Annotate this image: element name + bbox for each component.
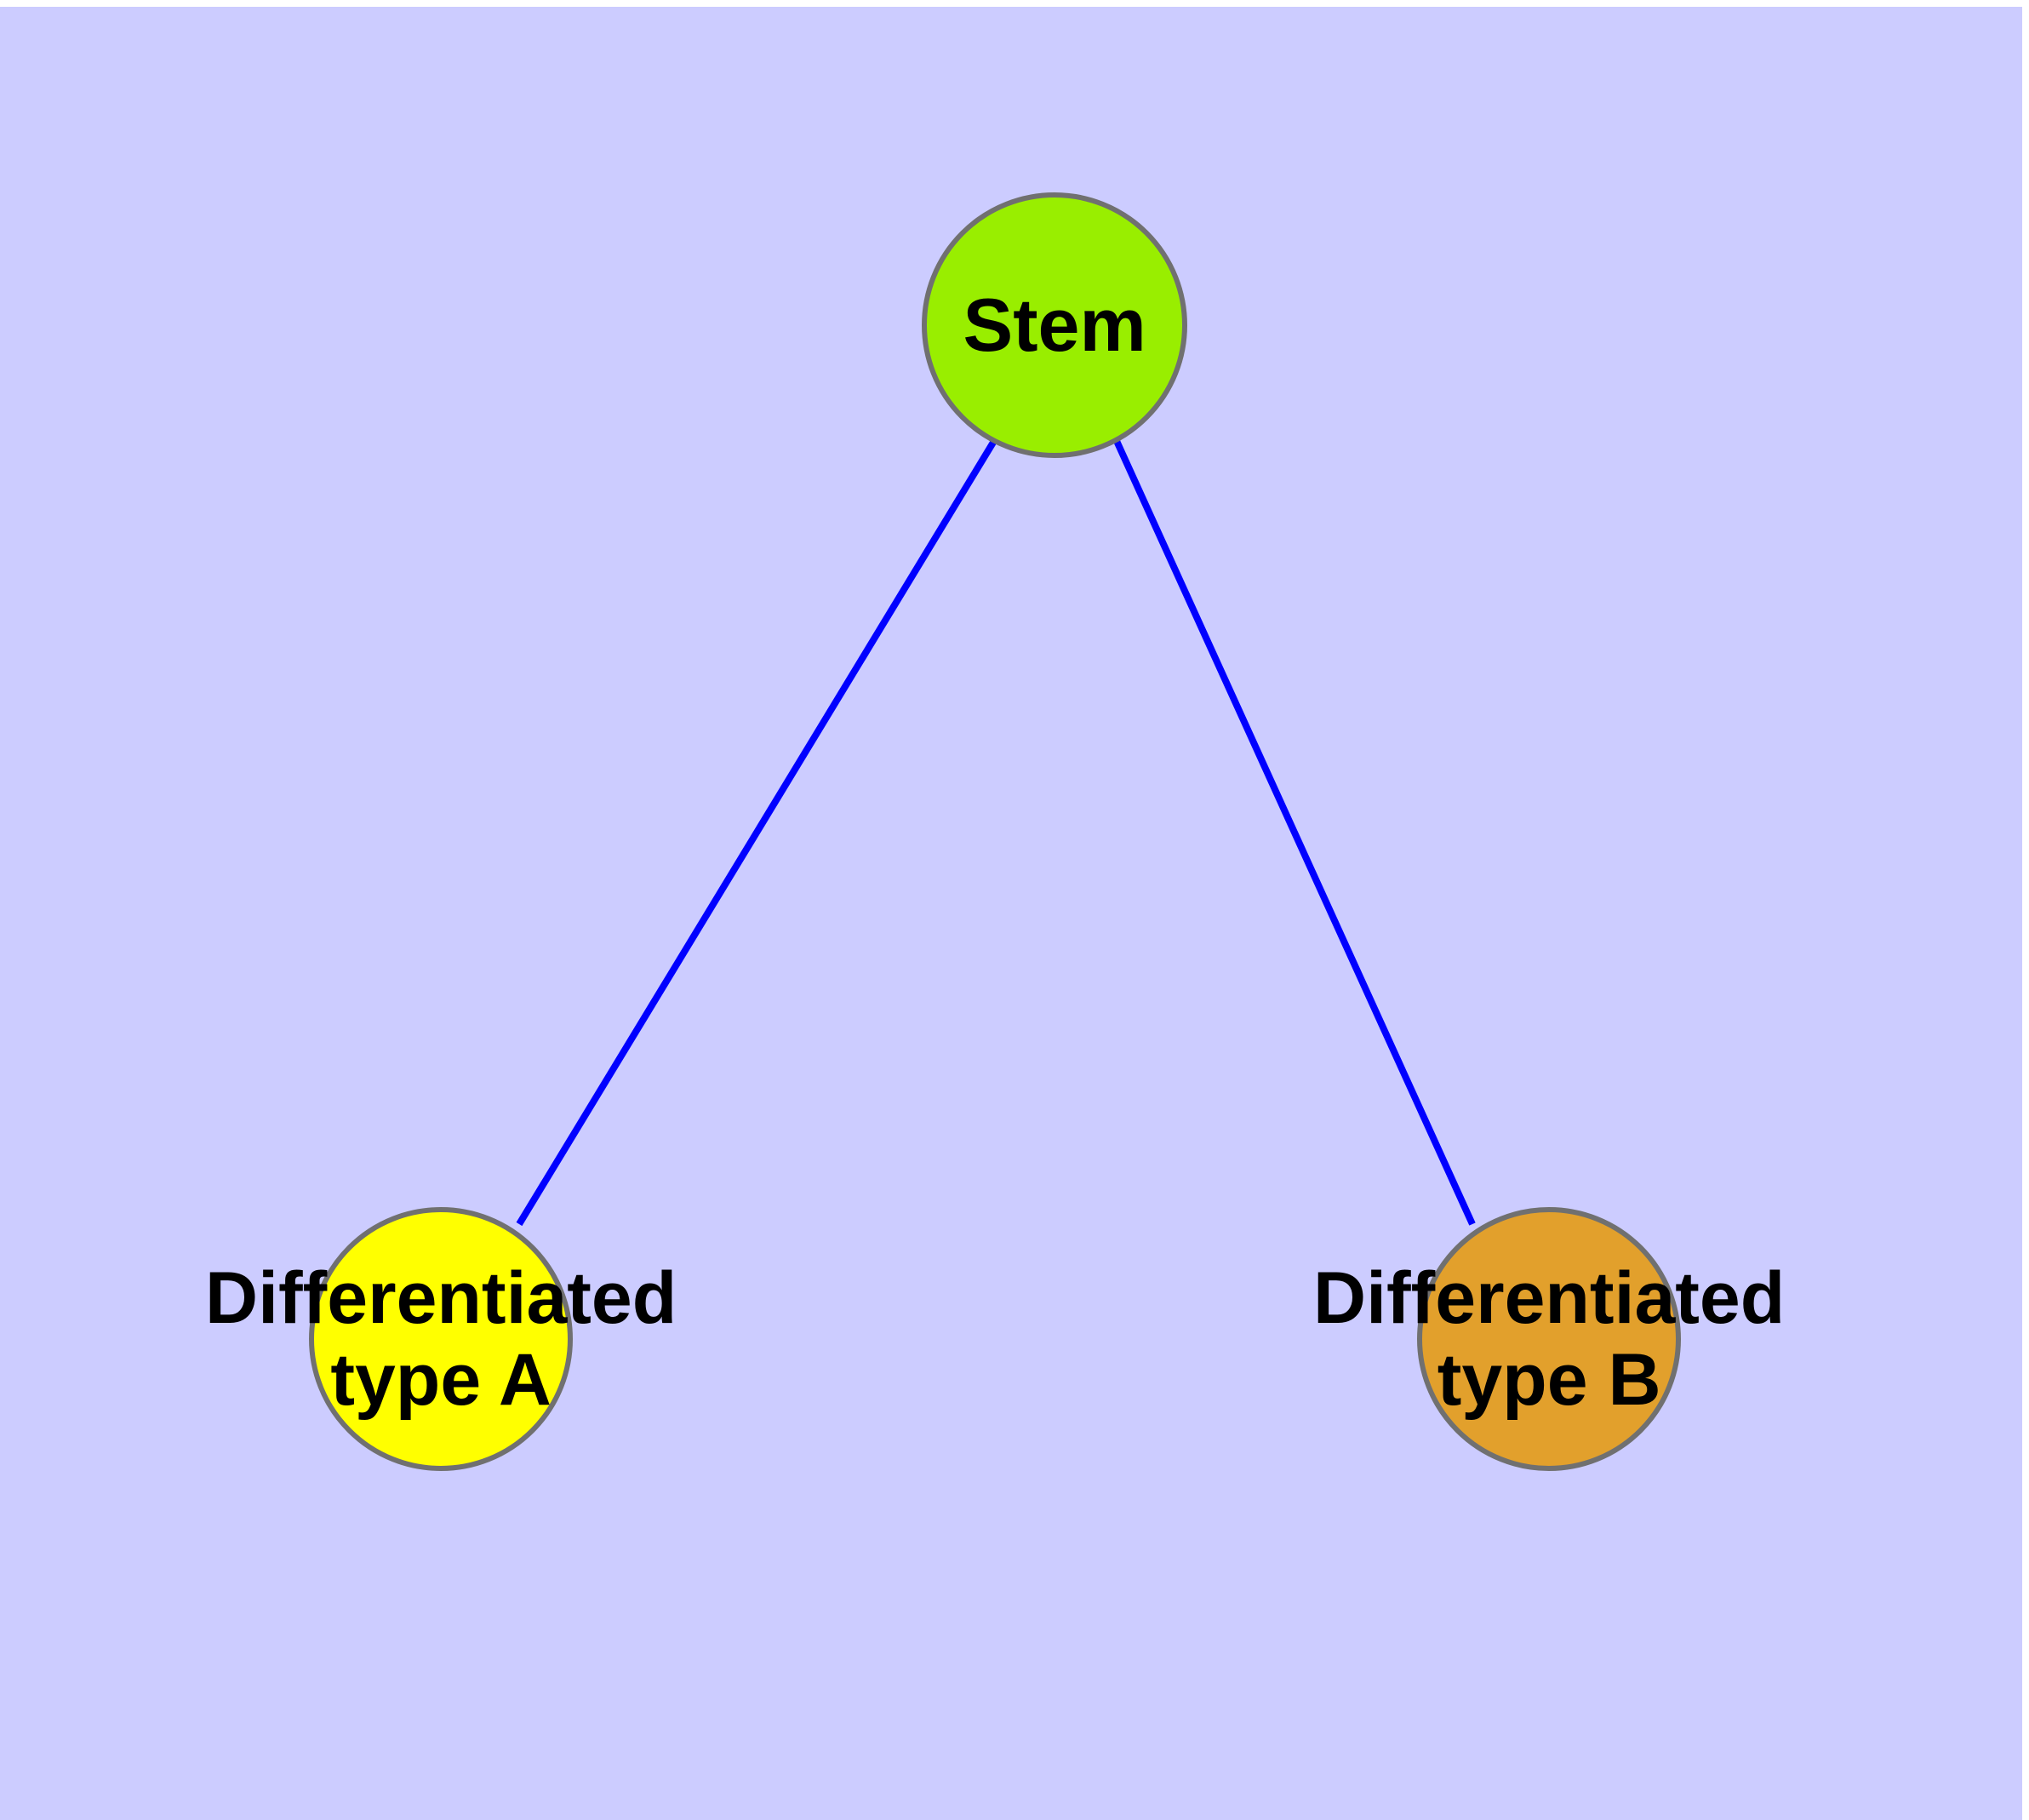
- cell-lineage-graph: [309, 192, 1681, 1471]
- graph-edge-stem-diff_a: [516, 438, 997, 1227]
- graph-edge-stem-diff_b: [1113, 439, 1476, 1226]
- graph-node-stem[interactable]: [922, 192, 1187, 458]
- graph-nodes: [309, 192, 1681, 1471]
- graph-node-diff_a[interactable]: [309, 1207, 573, 1471]
- graph-node-diff_b[interactable]: [1417, 1207, 1681, 1471]
- graph-edges: [516, 438, 1476, 1227]
